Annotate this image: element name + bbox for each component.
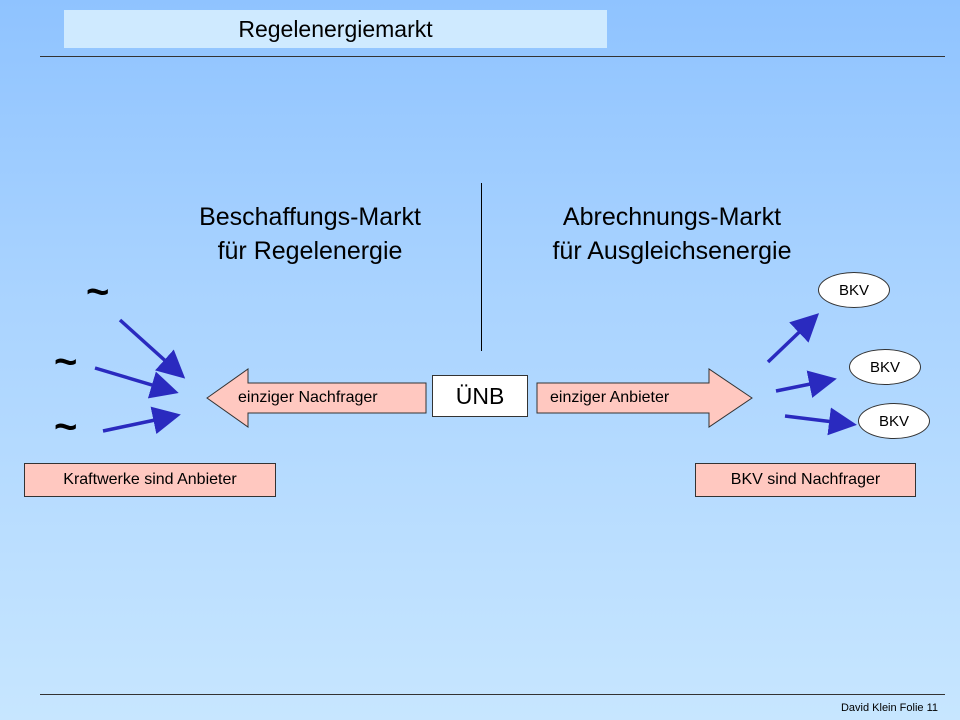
top-divider <box>40 56 945 57</box>
generator-arrow-3 <box>102 406 181 435</box>
bkv-arrow-3 <box>784 407 857 436</box>
bkv-arrow-2 <box>775 370 837 398</box>
generator-arrow-2 <box>94 366 179 399</box>
bkv-node-3: BKV <box>858 403 930 439</box>
power-plants-label: Kraftwerke sind Anbieter <box>24 463 276 497</box>
footer-credit: David Klein Folie 11 <box>840 702 938 714</box>
settlement-market-heading: Abrechnungs-Markt für Ausgleichsenergie <box>552 203 792 265</box>
bottom-divider <box>40 694 945 695</box>
slide-title: Regelenergiemarkt <box>64 10 607 48</box>
tso-box: ÜNB <box>432 375 528 417</box>
procurement-market-heading: Beschaffungs-Markt für Regelenergie <box>199 203 421 265</box>
generator-icon-3: ~ <box>54 405 78 449</box>
generator-icon-2: ~ <box>54 340 78 384</box>
generator-icon-1: ~ <box>86 270 110 314</box>
bkv-node-2: BKV <box>849 349 921 385</box>
bkv-arrow-1 <box>766 313 820 364</box>
generator-arrow-1 <box>118 318 186 379</box>
sole-buyer-label: einziger Nachfrager <box>238 389 378 406</box>
bkv-demand-label: BKV sind Nachfrager <box>695 463 916 497</box>
demand-block-arrow <box>206 368 427 428</box>
bkv-node-1: BKV <box>818 272 890 308</box>
supply-block-arrow <box>536 368 753 428</box>
sole-supplier-label: einziger Anbieter <box>550 389 670 406</box>
market-separator <box>481 183 482 351</box>
